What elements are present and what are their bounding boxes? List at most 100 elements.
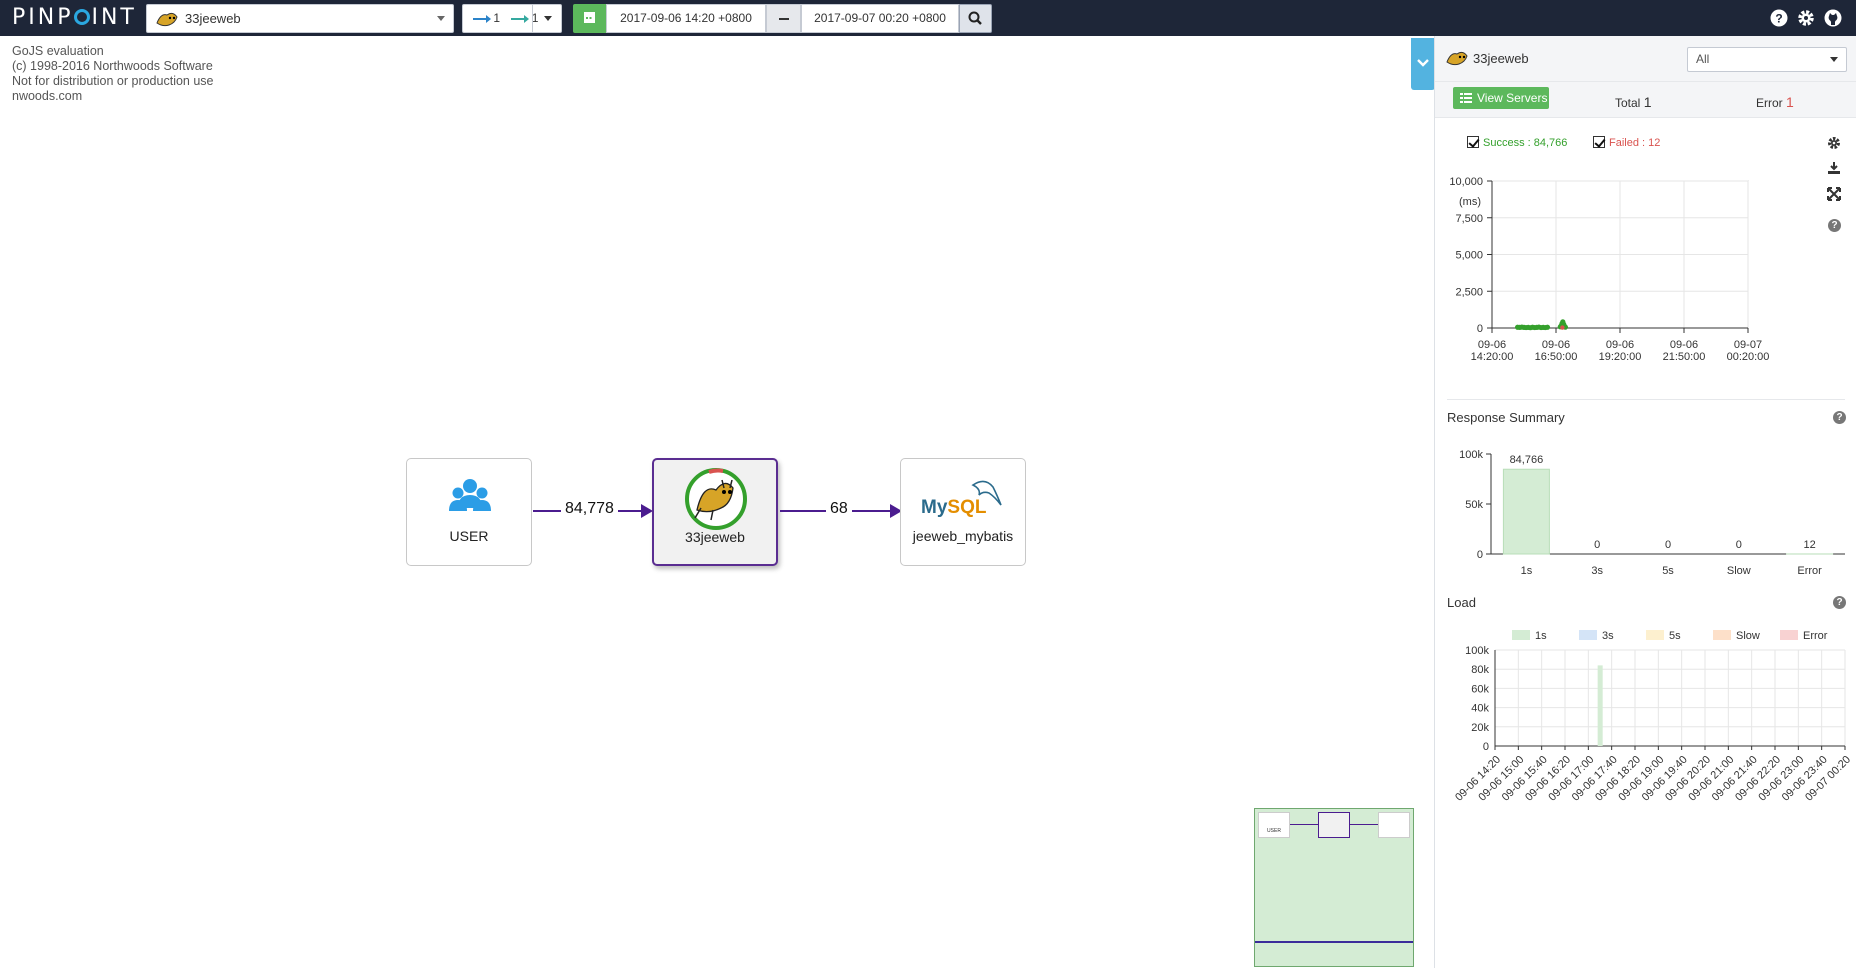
x-tick-label: 19:20:00 bbox=[1599, 351, 1642, 363]
overview-node-label: USER bbox=[1267, 828, 1281, 834]
help-icon[interactable]: ? bbox=[1833, 411, 1846, 424]
node-33jeeweb[interactable]: 33jeeweb bbox=[652, 458, 778, 566]
y-tick-label: 50k bbox=[1465, 499, 1483, 511]
info-panel: 33jeeweb All View Servers Total 1 Error … bbox=[1434, 36, 1856, 968]
arrow-head bbox=[890, 504, 902, 518]
load-title: Load bbox=[1447, 595, 1476, 610]
panel-header: 33jeeweb All bbox=[1435, 36, 1856, 82]
edge-label-user-app: 84,778 bbox=[561, 500, 618, 518]
failed-checkbox[interactable]: Failed : 12 bbox=[1593, 136, 1660, 149]
application-select[interactable]: 33jeeweb bbox=[146, 4, 454, 33]
legend-swatch bbox=[1713, 630, 1731, 640]
summary-bar bbox=[1502, 468, 1550, 555]
agent-select[interactable]: All bbox=[1687, 47, 1847, 72]
y-tick-label: 100k bbox=[1459, 449, 1483, 461]
node-jeeweb-mybatis[interactable]: MySQL jeeweb_mybatis bbox=[900, 458, 1026, 566]
y-tick-label: 100k bbox=[1465, 645, 1489, 657]
legend-label: 5s bbox=[1669, 630, 1681, 642]
watermark-line: Not for distribution or production use bbox=[12, 74, 214, 88]
summary-category-label: 3s bbox=[1591, 565, 1603, 577]
x-tick-label: 09-07 bbox=[1734, 339, 1762, 351]
legend-label: Slow bbox=[1736, 630, 1760, 642]
github-icon[interactable] bbox=[1824, 9, 1842, 27]
y-tick-label: 10,000 bbox=[1449, 176, 1483, 188]
chevron-down-icon bbox=[544, 16, 552, 21]
list-icon bbox=[1460, 93, 1472, 103]
x-tick-label: 09-06 bbox=[1478, 339, 1506, 351]
success-checkbox[interactable]: Success : 84,766 bbox=[1467, 136, 1567, 149]
y-tick-label: 40k bbox=[1471, 703, 1489, 715]
x-tick-label: 14:20:00 bbox=[1471, 351, 1514, 363]
scatter-point-failed bbox=[1560, 325, 1565, 330]
total-count: Total 1 bbox=[1615, 94, 1652, 110]
summary-category-label: Error bbox=[1797, 565, 1822, 577]
total-value: 1 bbox=[1643, 94, 1652, 110]
outbound-arrow-icon bbox=[511, 14, 530, 23]
calendar-icon bbox=[584, 12, 595, 23]
arrow-head bbox=[641, 504, 653, 518]
y-tick-label: 80k bbox=[1471, 664, 1489, 676]
download-icon[interactable] bbox=[1827, 161, 1841, 175]
inbound-arrow-icon bbox=[473, 14, 491, 23]
gear-icon[interactable] bbox=[1827, 136, 1841, 150]
date-to-input[interactable]: 2017-09-07 00:20 +0800 bbox=[801, 4, 959, 33]
summary-category-label: Slow bbox=[1727, 565, 1751, 577]
mysql-logo: MySQL bbox=[921, 497, 986, 519]
view-servers-button[interactable]: View Servers bbox=[1453, 87, 1549, 109]
response-summary-title: Response Summary bbox=[1447, 410, 1565, 425]
date-from-input[interactable]: 2017-09-06 14:20 +0800 bbox=[606, 4, 766, 33]
legend-label: Error bbox=[1803, 630, 1828, 642]
y-axis-label: (ms) bbox=[1459, 196, 1481, 208]
depth-select[interactable]: 1 1 bbox=[462, 4, 562, 33]
legend-swatch bbox=[1579, 630, 1597, 640]
watermark-line: (c) 1998-2016 Northwoods Software bbox=[12, 59, 213, 73]
mysql-logo-sql: SQL bbox=[947, 497, 987, 518]
settings-icon[interactable] bbox=[1797, 9, 1815, 27]
help-icon[interactable]: ? bbox=[1770, 9, 1788, 27]
panel-toggle-button[interactable] bbox=[1411, 38, 1435, 90]
chevron-down-icon bbox=[1830, 57, 1838, 62]
y-tick-label: 60k bbox=[1471, 683, 1489, 695]
summary-value-label: 0 bbox=[1665, 539, 1671, 551]
y-tick-label: 2,500 bbox=[1455, 286, 1483, 298]
error-value: 1 bbox=[1786, 94, 1794, 110]
summary-value-label: 0 bbox=[1594, 539, 1600, 551]
map-overview[interactable]: USER bbox=[1254, 808, 1414, 967]
expand-icon[interactable] bbox=[1827, 187, 1841, 201]
svg-text:?: ? bbox=[1775, 12, 1782, 26]
panel-summary-bar: View Servers Total 1 Error 1 bbox=[1435, 82, 1856, 118]
x-tick-label: 09-06 bbox=[1670, 339, 1698, 351]
legend-swatch bbox=[1780, 630, 1798, 640]
summary-category-label: 1s bbox=[1521, 565, 1533, 577]
summary-category-label: 5s bbox=[1662, 565, 1674, 577]
overview-edge bbox=[1350, 824, 1378, 825]
error-count: Error 1 bbox=[1756, 94, 1794, 110]
calendar-button[interactable] bbox=[573, 4, 606, 33]
tomcat-icon bbox=[1446, 51, 1468, 66]
x-tick-label: 09-06 bbox=[1606, 339, 1634, 351]
x-tick-label: 16:50:00 bbox=[1535, 351, 1578, 363]
response-time-scatter-chart[interactable]: 09-0614:20:0009-0616:50:0009-0619:20:000… bbox=[1435, 160, 1775, 430]
dolphin-icon bbox=[971, 480, 1002, 506]
help-icon[interactable]: ? bbox=[1833, 596, 1846, 609]
x-tick-label: 00:20:00 bbox=[1727, 351, 1770, 363]
overview-node-db bbox=[1378, 812, 1410, 838]
date-range-separator-button[interactable] bbox=[766, 4, 801, 33]
success-label: Success : 84,766 bbox=[1483, 137, 1568, 149]
legend-swatch bbox=[1646, 630, 1664, 640]
y-tick-label: 20k bbox=[1471, 722, 1489, 734]
users-icon bbox=[449, 479, 491, 511]
search-button[interactable] bbox=[959, 4, 992, 33]
summary-value-label: 84,766 bbox=[1510, 454, 1544, 466]
inbound-depth: 1 bbox=[493, 11, 501, 25]
node-label: jeeweb_mybatis bbox=[912, 528, 1014, 544]
y-tick-label: 7,500 bbox=[1455, 213, 1483, 225]
summary-value-label: 12 bbox=[1803, 539, 1815, 551]
overview-node-user: USER bbox=[1258, 812, 1290, 838]
help-icon[interactable]: ? bbox=[1828, 219, 1841, 232]
watermark-line: nwoods.com bbox=[12, 89, 83, 103]
node-user[interactable]: USER bbox=[406, 458, 532, 566]
panel-app-name: 33jeeweb bbox=[1473, 51, 1529, 66]
